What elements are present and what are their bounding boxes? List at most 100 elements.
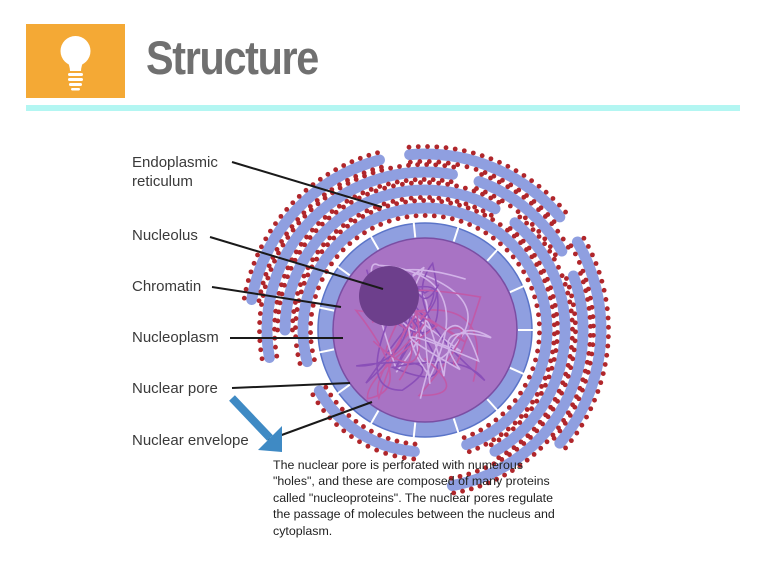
- ribosome: [445, 197, 451, 202]
- ribosome: [352, 218, 358, 224]
- label-nucleoplasm: Nucleoplasm: [132, 329, 219, 346]
- ribosome: [307, 204, 313, 209]
- ribosome: [537, 330, 542, 336]
- ribosome: [258, 289, 264, 295]
- callout-text: The nuclear pore is perforated with nume…: [273, 458, 555, 538]
- ribosome: [430, 198, 436, 204]
- ribosome: [534, 398, 540, 404]
- ribosome: [442, 163, 448, 169]
- ribosome: [357, 155, 363, 161]
- ribosome: [474, 186, 479, 191]
- ribosome: [257, 320, 263, 325]
- nuclear-pore: [370, 235, 380, 250]
- ribosome: [394, 201, 400, 207]
- ribosome: [532, 252, 537, 258]
- ribosome: [496, 437, 502, 443]
- ribosome: [391, 183, 396, 189]
- ribosome: [589, 351, 595, 357]
- ribosome: [293, 249, 299, 255]
- ribosome: [497, 222, 503, 228]
- ribosome: [284, 231, 289, 237]
- ribosome: [467, 222, 473, 227]
- ribosome: [530, 366, 536, 372]
- ribosome: [542, 241, 548, 247]
- ribosome: [331, 235, 337, 241]
- ribosome: [386, 218, 392, 224]
- ribosome: [243, 286, 249, 292]
- ribosome: [385, 203, 391, 209]
- ribosome: [314, 198, 320, 203]
- ribosome: [521, 441, 527, 446]
- ribosome: [590, 314, 596, 320]
- nuclear-pore: [370, 410, 380, 425]
- ribosome: [422, 213, 428, 218]
- ribosome: [404, 214, 410, 220]
- ribosome: [603, 297, 609, 302]
- ribosome: [333, 399, 339, 405]
- nuclear-pore: [337, 265, 351, 277]
- ribosome: [263, 236, 269, 242]
- ribosome: [334, 422, 339, 427]
- nucleolus-graphic: [359, 266, 419, 326]
- ribosome: [378, 222, 384, 227]
- ribosome: [562, 281, 568, 287]
- ribosome: [383, 450, 389, 456]
- ribosome: [572, 320, 578, 326]
- ribosome: [345, 223, 350, 229]
- ribosome: [365, 443, 371, 449]
- ribosome: [534, 428, 540, 434]
- ribosome: [554, 311, 559, 317]
- ribosome: [505, 163, 511, 169]
- ribosome: [297, 361, 303, 366]
- leader-line-nuclear-envelope: [267, 401, 373, 441]
- nuclear-pore: [486, 249, 499, 262]
- ribosome: [521, 173, 527, 178]
- ribosome: [521, 269, 527, 275]
- ribosome: [349, 159, 355, 165]
- ribosome: [581, 235, 587, 241]
- nuclear-pore: [509, 285, 525, 294]
- ribosome: [417, 195, 423, 200]
- ribosome: [587, 360, 593, 366]
- ribosome: [463, 201, 469, 207]
- page-title: Structure: [146, 31, 319, 84]
- ribosome: [510, 426, 516, 432]
- ribosome: [257, 338, 263, 344]
- ribosome: [551, 435, 557, 441]
- ribosome: [448, 179, 454, 185]
- ribosome: [497, 159, 502, 165]
- ribosome: [605, 343, 611, 349]
- ribosome: [341, 204, 346, 210]
- ribosome: [316, 221, 321, 226]
- ribosome: [568, 365, 574, 371]
- ribosome: [566, 284, 572, 290]
- ribosome: [502, 472, 508, 478]
- ribosome: [421, 198, 427, 203]
- ribosome: [357, 439, 362, 445]
- ribosome: [516, 261, 522, 267]
- ribosome: [567, 299, 573, 305]
- ribosome: [543, 189, 549, 195]
- ribosome: [427, 180, 432, 185]
- ribosome: [366, 152, 372, 158]
- ribosome: [602, 362, 608, 367]
- ribosome: [580, 268, 586, 274]
- ribosome: [333, 209, 339, 215]
- ribosome: [570, 302, 576, 308]
- ribosome: [340, 247, 346, 253]
- ribosome: [308, 339, 314, 345]
- ribosome: [518, 414, 524, 419]
- ribosome: [339, 406, 345, 412]
- ribosome: [576, 396, 582, 402]
- ribosome: [440, 214, 446, 220]
- ribosome: [314, 256, 320, 262]
- label-nuclear-envelope: Nuclear envelope: [132, 432, 249, 449]
- ribosome: [329, 261, 334, 267]
- ribosome: [565, 373, 571, 379]
- ribosome: [399, 197, 405, 202]
- ribosome: [580, 387, 585, 393]
- ribosome: [448, 200, 454, 206]
- ribosome: [507, 452, 512, 457]
- ribosome: [274, 247, 280, 252]
- ribosome: [500, 177, 505, 183]
